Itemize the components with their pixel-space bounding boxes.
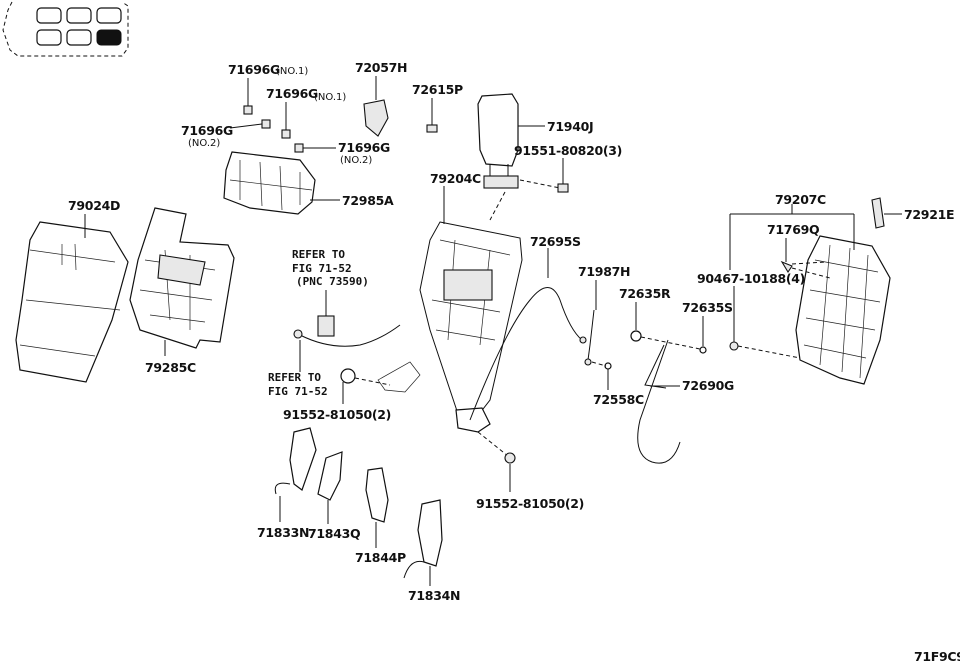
label-72985a: 72985A xyxy=(342,193,394,208)
cover-71844p xyxy=(365,467,389,523)
label-72635s: 72635S xyxy=(682,300,733,315)
refer-label-2-line1: REFER TO xyxy=(268,371,321,384)
refer-label-1-line3: (PNC 73590) xyxy=(296,275,369,288)
label-79204c: 79204C xyxy=(430,171,481,186)
label-71769q: 71769Q xyxy=(767,222,819,237)
trim-72921e xyxy=(871,197,885,229)
label-72635r: 72635R xyxy=(619,286,671,301)
cover-71833n xyxy=(274,427,317,495)
clip-71696g-group xyxy=(243,105,304,153)
label-71844p: 71844P xyxy=(355,550,406,565)
cover-72057h xyxy=(363,99,389,137)
label-71843q: 71843Q xyxy=(308,526,360,541)
label-72695s: 72695S xyxy=(530,234,581,249)
seat-back-cover-79285c xyxy=(129,207,235,349)
label-72558c: 72558C xyxy=(593,392,644,407)
cable-71987h xyxy=(584,309,595,366)
label-71696g-no1-a: 71696G xyxy=(228,62,280,77)
seat-back-pad-79024d xyxy=(15,221,129,383)
label-71987h: 71987H xyxy=(578,264,630,279)
seat-cell-2 xyxy=(66,7,92,24)
label-71696g-no1-a-note: (NO.1) xyxy=(276,66,308,77)
cable-72695s xyxy=(469,287,587,421)
cover-71843q xyxy=(317,451,343,501)
label-91552-a: 91552-81050(2) xyxy=(283,407,391,422)
headrest-71940j xyxy=(477,93,519,189)
seat-cell-6-selected xyxy=(96,29,122,46)
refer-label-1-line1: REFER TO xyxy=(292,248,345,261)
screw-91551 xyxy=(557,183,569,193)
label-91552-b: 91552-81050(2) xyxy=(476,496,584,511)
label-79285c: 79285C xyxy=(145,360,196,375)
label-71696g-no2-a: 71696G xyxy=(181,123,233,138)
seat-frame-plate-72985a xyxy=(223,151,316,215)
clip-90467 xyxy=(729,341,739,351)
seat-cell-4 xyxy=(36,29,62,46)
seat-back-frame-79204c xyxy=(377,221,523,433)
seat-cell-3 xyxy=(96,7,122,24)
label-79024d: 79024D xyxy=(68,198,120,213)
seat-position-indicator xyxy=(2,1,129,57)
clip-72615p xyxy=(426,124,438,133)
label-71696g-no2-b: 71696G xyxy=(338,140,390,155)
label-71833n: 71833N xyxy=(257,525,309,540)
label-79207c: 79207C xyxy=(775,192,826,207)
clip-72635s xyxy=(699,346,707,354)
cover-71834n xyxy=(403,499,443,579)
label-91551: 91551-80820(3) xyxy=(514,143,622,158)
cable-72690g xyxy=(637,339,681,464)
label-71696g-no2-b-note: (NO.2) xyxy=(340,155,372,166)
bolt-91552-lower xyxy=(504,452,516,464)
clip-71769q xyxy=(780,260,793,274)
label-72615p: 72615P xyxy=(412,82,463,97)
label-72057h: 72057H xyxy=(355,60,407,75)
refer-label-2-line2: FIG 71-52 xyxy=(268,385,328,398)
label-71940j: 71940J xyxy=(547,119,593,134)
seat-cell-5 xyxy=(66,29,92,46)
label-71696g-no1-b: 71696G xyxy=(266,86,318,101)
seat-cell-1 xyxy=(36,7,62,24)
label-72690g: 72690G xyxy=(682,378,734,393)
label-71834n: 71834N xyxy=(408,588,460,603)
label-72921e: 72921E xyxy=(904,207,954,222)
figure-code: 71F9C9 xyxy=(914,649,960,663)
knob-72635r xyxy=(630,330,642,342)
seat-back-board-79207c xyxy=(795,235,891,385)
refer-label-1-line2: FIG 71-52 xyxy=(292,262,352,275)
label-71696g-no1-b-note: (NO.1) xyxy=(314,92,346,103)
label-71696g-no2-a-note: (NO.2) xyxy=(188,138,220,149)
label-90467: 90467-10188(4) xyxy=(697,271,805,286)
